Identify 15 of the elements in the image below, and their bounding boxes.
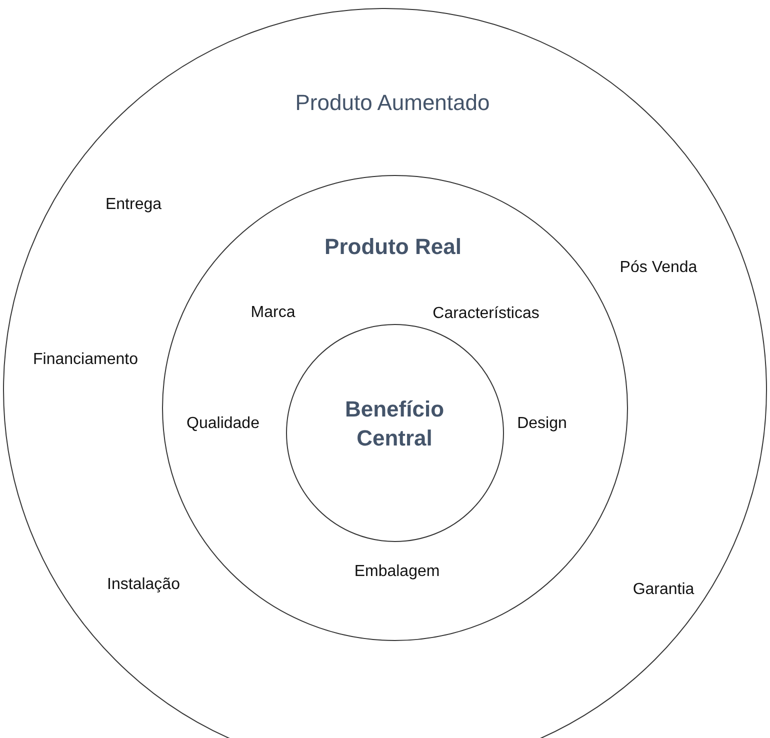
ring-item: Qualidade <box>186 415 260 433</box>
ring-title: Benefício Central <box>344 394 446 452</box>
ring-item: Marca <box>250 304 296 322</box>
ring-item: Embalagem <box>354 563 440 581</box>
ring-item: Entrega <box>105 196 162 214</box>
ring-circle <box>286 324 504 542</box>
ring-item: Pós Venda <box>620 258 698 276</box>
ring-circle <box>3 8 767 738</box>
ring-item: Instalação <box>107 576 180 594</box>
ring-title: Produto Aumentado <box>295 90 490 116</box>
ring-item: Financiamento <box>33 350 138 368</box>
ring-item: Design <box>517 415 567 433</box>
ring-item: Características <box>432 305 540 323</box>
ring-title: Produto Real <box>324 234 462 260</box>
ring-item: Garantia <box>632 580 694 598</box>
